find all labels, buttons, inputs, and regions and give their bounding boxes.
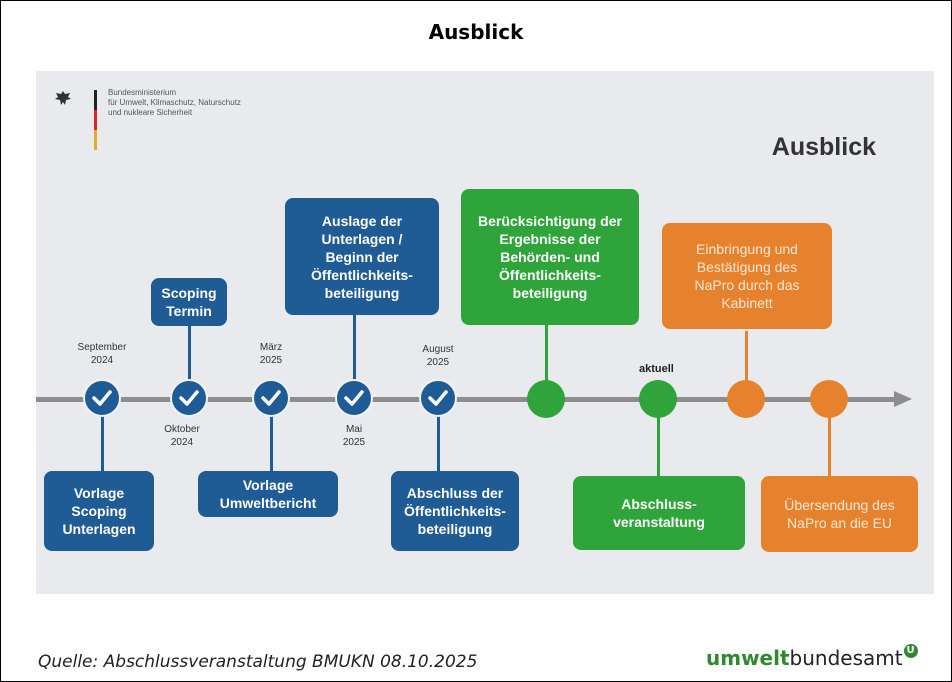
date-label-mai-2025: Mai 2025 bbox=[342, 424, 366, 448]
checkmark-icon bbox=[92, 390, 112, 406]
connector-line bbox=[545, 321, 548, 381]
connector-line bbox=[353, 311, 356, 381]
checkmark-icon bbox=[179, 390, 199, 406]
timeline-axis bbox=[36, 397, 898, 402]
federal-eagle-icon bbox=[55, 91, 71, 105]
page-title: Ausblick bbox=[428, 20, 524, 44]
box-auslage-unterlagen: Auslage der Unterlagen / Beginn der Öffe… bbox=[285, 198, 439, 315]
timeline-arrowhead bbox=[894, 391, 912, 407]
box-einbringung-kabinett: Einbringung und Bestätigung des NaPro du… bbox=[662, 223, 832, 329]
date-label-sep-2024: September 2024 bbox=[77, 342, 127, 366]
logo-mark-icon: U bbox=[903, 644, 918, 658]
date-label-mar-2025: März 2025 bbox=[259, 342, 283, 366]
date-label-aug-2025: August 2025 bbox=[422, 344, 454, 368]
box-vorlage-umweltbericht: Vorlage Umweltbericht bbox=[198, 471, 338, 517]
checkmark-icon bbox=[261, 390, 281, 406]
flag-bar bbox=[94, 90, 97, 150]
box-abschluss-oeffentlichkeitsbeteiligung: Abschluss der Öffentlichkeits- beteiligu… bbox=[391, 471, 519, 551]
milestone-node-okt-2024 bbox=[170, 379, 208, 417]
connector-line bbox=[101, 416, 104, 476]
box-vorlage-scoping-unterlagen: Vorlage Scoping Unterlagen bbox=[44, 471, 154, 551]
date-label-okt-2024: Oktober 2024 bbox=[164, 424, 200, 448]
milestone-node-aktuell bbox=[639, 380, 677, 418]
connector-line bbox=[657, 416, 660, 478]
slide-title: Ausblick bbox=[771, 133, 876, 161]
connector-line bbox=[188, 321, 191, 383]
checkmark-icon bbox=[428, 390, 448, 406]
box-beruecksichtigung-ergebnisse: Berücksichtigung der Ergebnisse der Behö… bbox=[461, 189, 639, 325]
box-abschlussveranstaltung: Abschluss- veranstaltung bbox=[573, 476, 745, 550]
source-caption: Quelle: Abschlussveranstaltung BMUKN 08.… bbox=[38, 652, 478, 672]
current-label: aktuell bbox=[639, 363, 674, 375]
box-uebersendung-eu: Übersendung des NaPro an die EU bbox=[761, 476, 918, 552]
milestone-node-sep-2024 bbox=[83, 379, 121, 417]
connector-line bbox=[745, 331, 748, 381]
milestone-node-mar-2025 bbox=[252, 379, 290, 417]
milestone-node-beruecksichtigung bbox=[527, 380, 565, 418]
milestone-node-eu bbox=[810, 380, 848, 418]
milestone-node-aug-2025 bbox=[419, 379, 457, 417]
connector-line bbox=[437, 416, 440, 476]
milestone-node-kabinett bbox=[727, 380, 765, 418]
connector-line bbox=[270, 416, 273, 471]
checkmark-icon bbox=[344, 390, 364, 406]
box-scoping-termin: Scoping Termin bbox=[151, 278, 227, 326]
connector-line bbox=[828, 416, 831, 478]
milestone-node-mai-2025 bbox=[335, 379, 373, 417]
ministry-name: Bundesministerium für Umwelt, Klimaschut… bbox=[108, 88, 241, 117]
slide-photo: Bundesministerium für Umwelt, Klimaschut… bbox=[36, 71, 934, 594]
